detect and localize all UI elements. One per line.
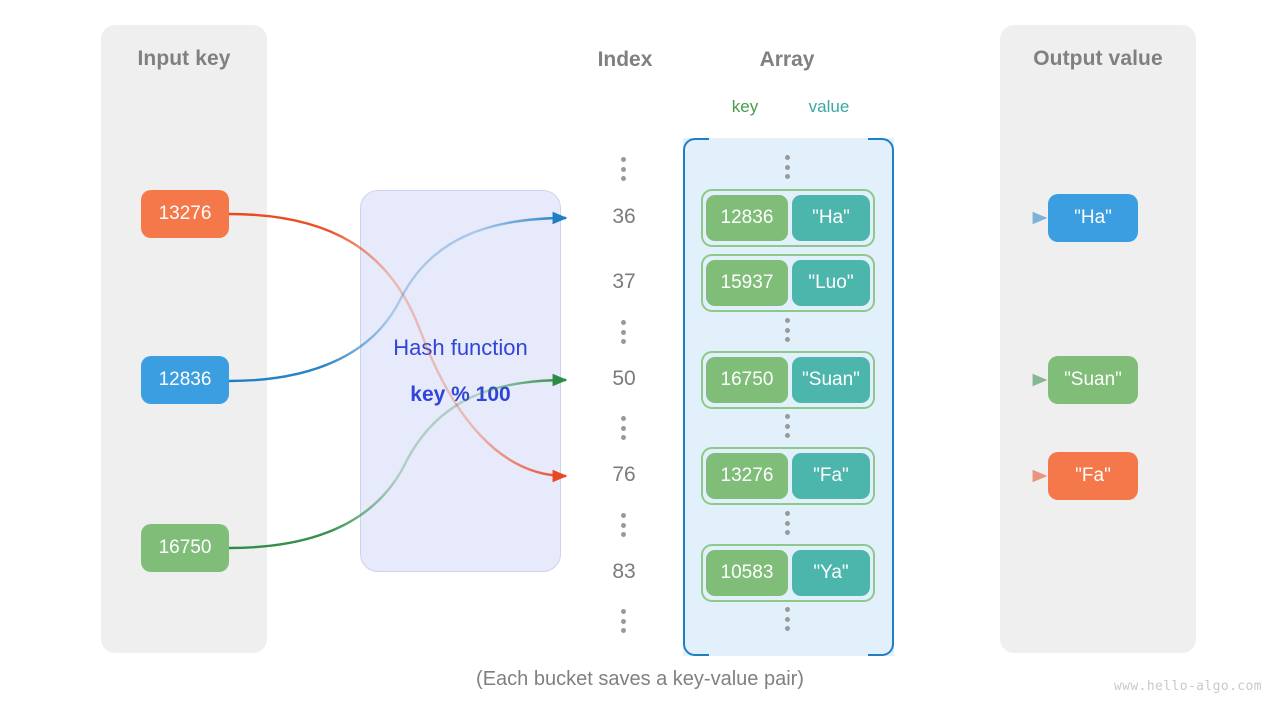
index-label: 83 <box>612 560 636 583</box>
array-column-header: Array <box>759 48 815 71</box>
bucket-key: 16750 <box>706 357 788 403</box>
bucket-value: "Luo" <box>791 260 870 306</box>
bucket-key: 13276 <box>706 453 788 499</box>
array-ellipsis <box>785 318 791 342</box>
bucket-value: "Ya" <box>791 550 870 596</box>
output-value-pill: "Suan" <box>1048 356 1138 404</box>
bucket-key: 15937 <box>706 260 788 306</box>
index-column-header: Index <box>597 48 653 71</box>
hash-function-label: Hash function <box>393 335 528 360</box>
output-value-panel: Output value <box>1000 25 1196 653</box>
hash-function-box: Hash function key % 100 <box>360 190 561 572</box>
output-value-pill: "Fa" <box>1048 452 1138 500</box>
index-ellipsis <box>621 513 627 537</box>
array-bracket-right <box>868 138 894 656</box>
input-key-pill: 13276 <box>141 190 229 238</box>
index-label: 50 <box>612 367 636 390</box>
index-ellipsis <box>621 609 627 633</box>
bucket: 16750"Suan" <box>701 351 875 409</box>
hash-function-formula: key % 100 <box>410 383 511 406</box>
index-label: 76 <box>612 463 636 486</box>
input-key-panel-title: Input key <box>137 47 231 70</box>
index-ellipsis <box>621 416 627 440</box>
bucket: 10583"Ya" <box>701 544 875 602</box>
input-key-pill: 16750 <box>141 524 229 572</box>
array-bracket-left <box>683 138 709 656</box>
bucket: 12836"Ha" <box>701 189 875 247</box>
diagram-caption: (Each bucket saves a key-value pair) <box>476 668 804 690</box>
bucket: 13276"Fa" <box>701 447 875 505</box>
value-subcolumn-header: value <box>808 97 850 116</box>
bucket-value: "Suan" <box>791 357 870 403</box>
bucket: 15937"Luo" <box>701 254 875 312</box>
array-ellipsis <box>785 155 791 179</box>
key-subcolumn-header: key <box>731 97 759 116</box>
array-ellipsis <box>785 414 791 438</box>
output-value-pill: "Ha" <box>1048 194 1138 242</box>
index-label: 37 <box>612 270 636 293</box>
bucket-key: 10583 <box>706 550 788 596</box>
index-ellipsis <box>621 320 627 344</box>
index-ellipsis <box>621 157 627 181</box>
watermark: www.hello-algo.com <box>1113 679 1262 694</box>
bucket-value: "Fa" <box>791 453 870 499</box>
index-label: 36 <box>612 205 636 228</box>
array-ellipsis <box>785 607 791 631</box>
output-value-panel-title: Output value <box>1033 47 1163 70</box>
array-ellipsis <box>785 511 791 535</box>
bucket-value: "Ha" <box>791 195 870 241</box>
bucket-key: 12836 <box>706 195 788 241</box>
input-key-pill: 12836 <box>141 356 229 404</box>
